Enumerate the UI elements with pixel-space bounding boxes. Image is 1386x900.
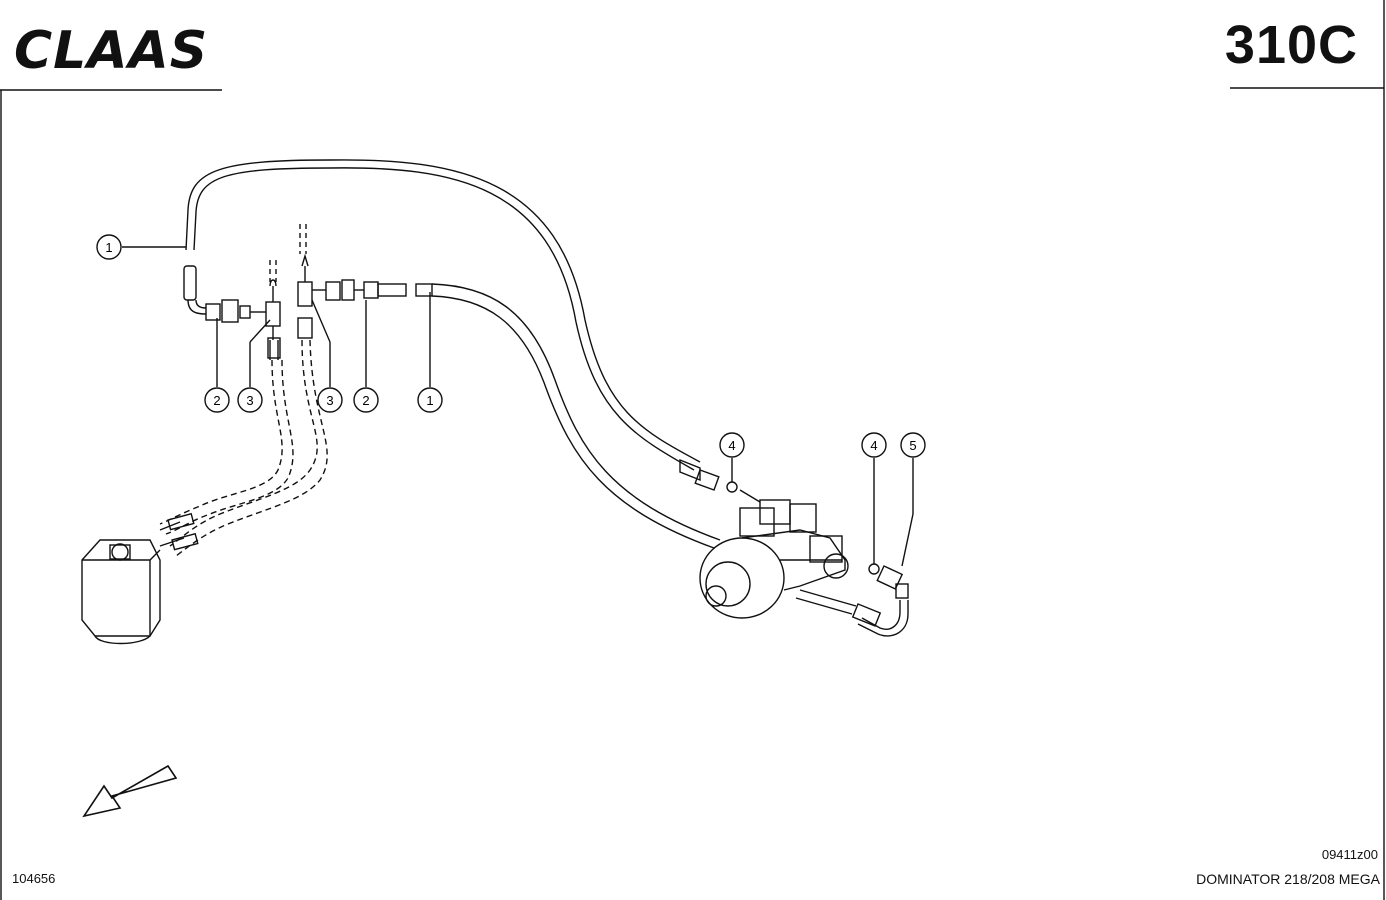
callout-2: 2: [353, 387, 379, 413]
page-code: 310C: [1224, 15, 1358, 75]
callout-circle: [237, 387, 263, 413]
drawing-code: 09411z00: [1321, 847, 1378, 862]
callout-circle: [417, 387, 443, 413]
image-number: 104656: [12, 871, 56, 886]
hose-lower-inner: [431, 295, 715, 549]
hose-lower-end: [415, 283, 433, 297]
hose-upper-inner: [193, 167, 695, 471]
hose-lower-left: [269, 340, 279, 360]
callout-circle: [353, 387, 379, 413]
callout-3: 3: [317, 387, 343, 413]
callout-label: 5: [909, 438, 916, 453]
hose-upper-end: [183, 265, 197, 301]
callout-label: 4: [870, 438, 877, 453]
callout-4: 4: [719, 432, 745, 458]
callout-3: 3: [237, 387, 263, 413]
callout-1: 1: [417, 387, 443, 413]
callout-label: 4: [728, 438, 735, 453]
brand-logo-text: CLAAS: [14, 21, 208, 81]
brand-logo: CLAAS: [14, 21, 208, 81]
callout-label: 1: [426, 393, 433, 408]
steering-unit: [81, 512, 199, 645]
callout-label: 2: [213, 393, 220, 408]
callout-2: 2: [204, 387, 230, 413]
callout-5: 5: [900, 432, 926, 458]
hose-upper-bend: [187, 299, 207, 315]
callout-label: 2: [362, 393, 369, 408]
hose-lower-outer: [431, 283, 721, 541]
seal-ring-4-right: [868, 563, 880, 575]
elbow-fitting-5: [876, 565, 904, 590]
callout-circle: [719, 432, 745, 458]
callout-circle: [204, 387, 230, 413]
hose-upper-outer: [185, 159, 701, 463]
callout-circle: [96, 234, 122, 260]
callout-circle: [317, 387, 343, 413]
pipe-fitting-4-left: [694, 469, 720, 491]
callout-circle: [900, 432, 926, 458]
callout-label: 3: [246, 393, 253, 408]
direction-arrow-icon: [82, 764, 178, 818]
callout-circle: [861, 432, 887, 458]
callout-label: 1: [105, 240, 112, 255]
fitting-2-left: [205, 303, 221, 321]
callout-1: 1: [96, 234, 122, 260]
model-name: DOMINATOR 218/208 MEGA: [1196, 871, 1380, 887]
fitting-2-right: [325, 281, 341, 301]
callout-label: 3: [326, 393, 333, 408]
callout-4: 4: [861, 432, 887, 458]
steering-cylinder: [699, 499, 857, 619]
tee-3-right: [297, 281, 313, 307]
